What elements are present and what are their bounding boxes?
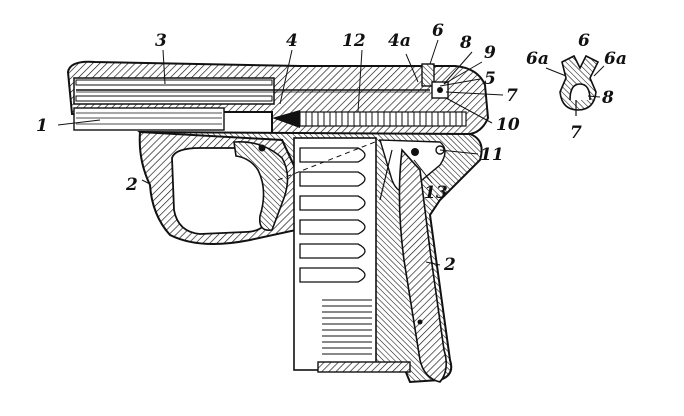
label-8: 8 [459, 33, 472, 53]
leader-lines [57, 39, 605, 266]
recoil-spring [75, 79, 430, 102]
label-1: 1 [36, 116, 48, 136]
magazine [293, 137, 411, 373]
detail-label-6a-right: 6a [604, 49, 627, 69]
label-3: 3 [155, 31, 167, 51]
barrel [73, 107, 225, 131]
label-5: 5 [484, 69, 496, 89]
firing-pin-spring [272, 110, 467, 128]
label-2-right: 2 [443, 255, 456, 275]
part-labels: 1 2 2 3 4 4a 5 6 7 8 9 10 11 12 13 [36, 21, 520, 275]
label-4: 4 [286, 31, 298, 51]
connector-dashed-line [277, 139, 381, 181]
detail-label-7: 7 [570, 123, 582, 143]
trigger [233, 141, 289, 232]
detail-labels: 6 6a 6a 8 7 [526, 31, 627, 143]
label-10: 10 [496, 115, 520, 135]
detail-label-6: 6 [578, 31, 590, 51]
label-6: 6 [432, 21, 444, 41]
label-13: 13 [424, 183, 448, 203]
label-2-left: 2 [125, 175, 138, 195]
detail-view [559, 54, 600, 116]
label-12: 12 [342, 31, 366, 51]
label-9: 9 [484, 43, 496, 63]
label-4a: 4a [388, 31, 411, 51]
label-7: 7 [506, 86, 518, 106]
rear-sight [421, 63, 449, 99]
grip-safety [398, 148, 448, 383]
cartridge-stack [299, 147, 366, 283]
label-11: 11 [480, 145, 504, 165]
detail-label-8: 8 [601, 88, 614, 108]
detail-label-6a-left: 6a [526, 49, 549, 69]
